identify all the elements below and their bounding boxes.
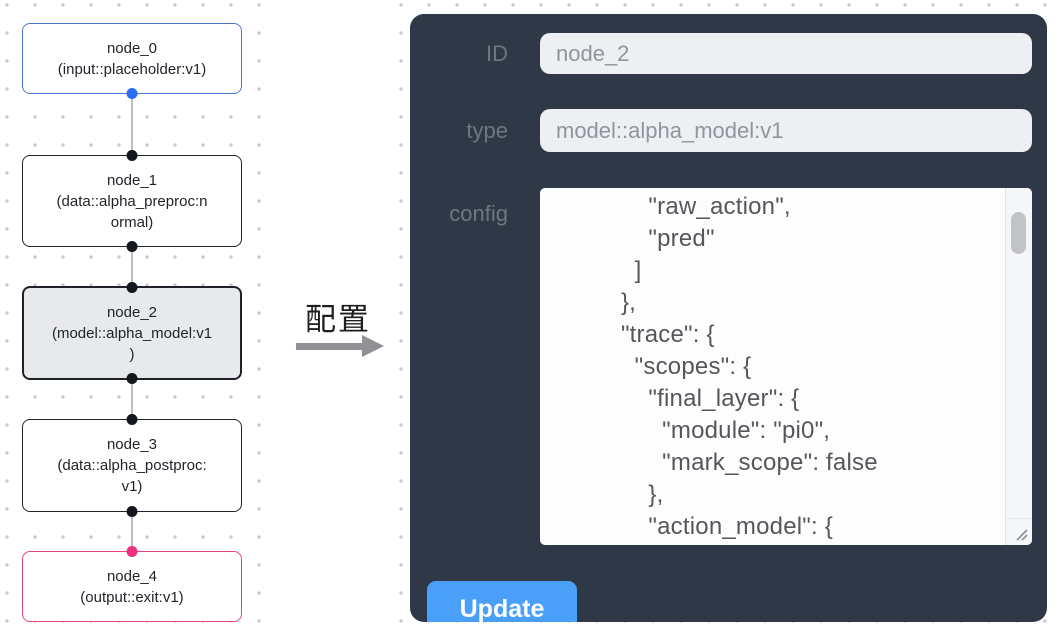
configure-annotation: 配置 (270, 292, 400, 372)
resize-grip-icon (1016, 529, 1028, 541)
flow-graph: node_0 (input::placeholder:v1) node_1 (d… (0, 0, 420, 643)
node-4[interactable]: node_4 (output::exit:v1) (22, 546, 242, 622)
node-2-output-port[interactable] (126, 373, 138, 384)
node-2[interactable]: node_2 (model::alpha_model:v1 ) (22, 282, 242, 384)
configure-label: 配置 (305, 302, 371, 337)
node-2-label: node_2 (model::alpha_model:v1 ) (51, 303, 213, 363)
type-input[interactable] (540, 109, 1032, 152)
config-scrollbar-track[interactable] (1005, 188, 1032, 545)
type-field-label: type (466, 118, 508, 143)
config-scrollbar-thumb[interactable] (1011, 212, 1026, 254)
right-arrow-icon (296, 343, 362, 350)
node-0[interactable]: node_0 (input::placeholder:v1) (22, 23, 242, 99)
node-0-output-port[interactable] (126, 88, 138, 99)
config-json-content: "raw_action", "pred" ] }, "trace": { "sc… (620, 193, 878, 540)
edge-node1-node2 (131, 247, 133, 286)
node-1-label: node_1 (data::alpha_preproc:n ormal) (56, 171, 208, 231)
node-3-label: node_3 (data::alpha_postproc: v1) (57, 436, 207, 495)
id-field-label: ID (486, 41, 508, 66)
config-textarea[interactable]: "raw_action", "pred" ] }, "trace": { "sc… (540, 188, 1032, 545)
textarea-resize-handle[interactable] (1006, 518, 1032, 545)
id-input[interactable] (540, 33, 1032, 74)
node-4-label: node_4 (output::exit:v1) (80, 567, 184, 606)
node-3[interactable]: node_3 (data::alpha_postproc: v1) (22, 414, 242, 517)
node-3-output-port[interactable] (126, 506, 138, 517)
node-4-input-port[interactable] (126, 546, 138, 557)
node-1-output-port[interactable] (126, 241, 138, 252)
edge-node0-node1 (131, 94, 133, 155)
node-1-input-port[interactable] (126, 150, 138, 161)
node-1[interactable]: node_1 (data::alpha_preproc:n ormal) (22, 150, 242, 252)
node-3-input-port[interactable] (126, 414, 138, 425)
update-button[interactable]: Update (427, 581, 577, 622)
node-0-label: node_0 (input::placeholder:v1) (57, 39, 207, 78)
node-config-panel: ID type config "raw_action", "pred" ] },… (410, 14, 1047, 622)
edge-node2-node3 (131, 380, 133, 419)
right-arrow-head-icon (362, 335, 384, 357)
node-2-input-port[interactable] (126, 282, 138, 293)
edge-node3-node4 (131, 512, 133, 551)
config-field-label: config (449, 201, 508, 226)
